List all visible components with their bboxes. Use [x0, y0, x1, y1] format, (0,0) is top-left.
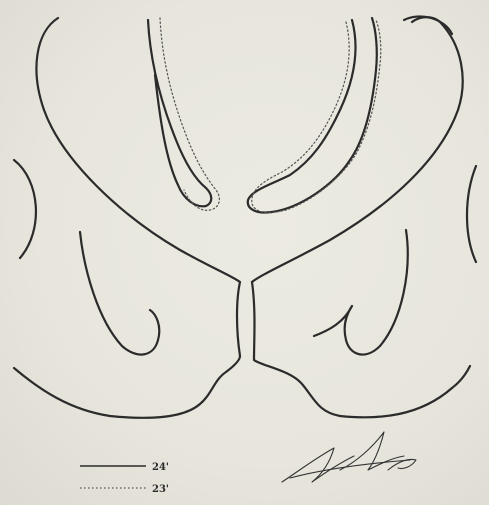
legend-label-solid: 24': [152, 462, 169, 473]
right-side-arc: [467, 166, 476, 262]
central-outline-24: [36, 17, 462, 356]
right-bottom-contour: [252, 282, 470, 417]
legend-label-dotted: 23': [152, 484, 169, 495]
left-inner-outline-23: [160, 18, 219, 210]
left-inner-outline-24: [148, 20, 211, 206]
legend: 24' 23': [80, 462, 169, 495]
artist-signature: [282, 432, 416, 482]
left-bottom-contour: [14, 356, 240, 418]
upper-right-fragment: [404, 16, 452, 34]
right-lower-hook: [314, 230, 408, 355]
left-side-arc: [14, 160, 36, 258]
right-inner-outline-24: [248, 18, 377, 213]
left-lower-hook: [80, 232, 159, 355]
